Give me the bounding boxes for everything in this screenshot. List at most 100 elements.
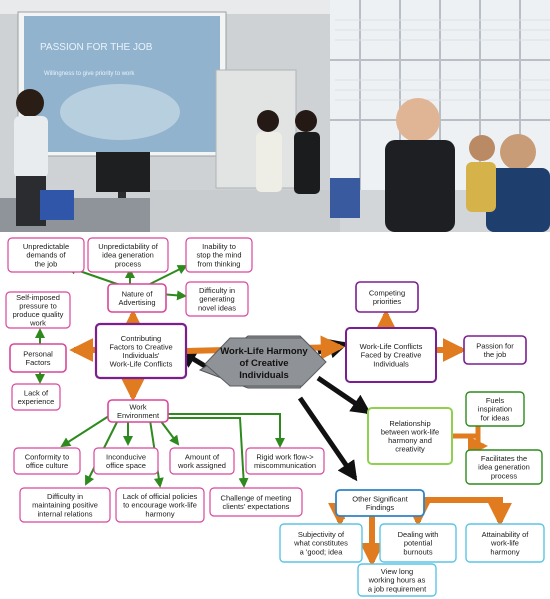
node-text-line: miscommunication xyxy=(254,461,316,470)
node-box xyxy=(465,449,543,485)
arrow-nature-to-inability xyxy=(149,265,188,285)
node-text-line: the job xyxy=(35,259,58,268)
node-box xyxy=(465,523,545,563)
node-text-line: a job requirement xyxy=(368,584,427,593)
node-box xyxy=(5,291,71,329)
node-text-line: Contributing xyxy=(121,334,161,343)
arrow-relationship-to-facilitates xyxy=(468,436,488,456)
node-text-line: produce quality xyxy=(13,310,64,319)
node-box xyxy=(367,407,453,465)
node-text-line: work xyxy=(29,319,46,328)
node-text-line: Individuals' xyxy=(123,351,160,360)
node-text-line: View long xyxy=(381,567,413,576)
node-box xyxy=(19,487,111,523)
node-text-line: working hours as xyxy=(368,576,426,585)
node-text-line: harmony and xyxy=(388,436,432,445)
node-box xyxy=(11,383,61,411)
node-text-line: work assigned xyxy=(177,461,226,470)
mind-map-canvas: Work-Life Harmony of Creative Individual… xyxy=(5,237,545,597)
node-text-line: priorities xyxy=(373,297,402,306)
node-box xyxy=(13,447,81,475)
node-text-line: inspiration xyxy=(478,405,512,414)
node-text-line: experience xyxy=(18,397,55,406)
node-text-line: Attainability of xyxy=(482,530,530,539)
node-text-line: office culture xyxy=(26,461,68,470)
arrow-env-to-rigid xyxy=(168,413,285,448)
node-text-line: Advertising xyxy=(118,298,155,307)
node-text-line: harmony xyxy=(490,547,519,556)
node-text-line: office space xyxy=(106,461,146,470)
node-text-line: Self-imposed xyxy=(16,293,60,302)
node-text-line: Inability to xyxy=(202,242,236,251)
node-text-line: pressure to xyxy=(19,301,57,310)
node-box xyxy=(185,237,253,273)
center-line-3: Individuals xyxy=(239,370,289,381)
node-text-line: Passion for xyxy=(476,341,514,350)
node-box xyxy=(87,237,169,273)
center-line-2: of Creative xyxy=(239,358,288,369)
node-text-line: idea generation xyxy=(102,251,154,260)
node-box xyxy=(94,322,188,380)
node-text-line: creativity xyxy=(395,445,425,454)
node-text-line: maintaining positive xyxy=(32,501,98,510)
node-text-line: Conformity to xyxy=(25,452,70,461)
node-text-line: Environment xyxy=(117,411,160,420)
arrow-center-to-findings xyxy=(297,396,358,482)
node-box xyxy=(209,487,303,517)
node-text-line: Work xyxy=(129,402,147,411)
node-text-line: from thinking xyxy=(198,259,241,268)
node-box xyxy=(357,563,437,597)
center-line-1: Work-Life Harmony xyxy=(220,346,308,357)
node-box xyxy=(335,489,425,517)
node-text-line: Difficulty in xyxy=(199,286,235,295)
node-text-line: Lack of official policies xyxy=(123,492,198,501)
classroom-photo-illustration: PASSION FOR THE JOB Willingness to give … xyxy=(0,0,550,232)
node-box xyxy=(115,487,205,523)
arrow-env-to-amount xyxy=(159,419,180,446)
node-text-line: novel ideas xyxy=(198,303,236,312)
mind-map-diagram: Work-Life Harmony of Creative Individual… xyxy=(0,232,550,599)
node-text-line: between work-life xyxy=(381,427,439,436)
node-box xyxy=(279,523,363,563)
center-node: Work-Life Harmony of Creative Individual… xyxy=(198,335,327,389)
node-box xyxy=(185,281,249,317)
arrow-env-to-conformity xyxy=(60,413,113,448)
node-text-line: process xyxy=(115,259,142,268)
node-rigid-flow: Rigid work flow->miscommunication xyxy=(245,447,325,475)
node-text-line: Lack of xyxy=(24,388,49,397)
node-box xyxy=(7,237,85,273)
node-box xyxy=(245,447,325,475)
node-text-line: Work-Life Conflicts xyxy=(110,360,173,369)
node-box xyxy=(463,335,527,365)
node-text-line: Unpredictable xyxy=(23,242,69,251)
node-text-line: a 'good; idea xyxy=(300,547,344,556)
node-text-line: Nature of xyxy=(122,289,154,298)
node-text-line: process xyxy=(491,471,518,480)
node-text-line: Relationship xyxy=(389,419,430,428)
node-text-line: Work-Life Conflicts xyxy=(360,342,423,351)
node-box xyxy=(465,391,525,427)
node-box xyxy=(93,447,159,475)
node-text-line: Dealing with xyxy=(398,530,439,539)
slide-title: PASSION FOR THE JOB xyxy=(40,42,153,53)
node-text-line: stop the mind xyxy=(196,251,241,260)
arrow-center-to-relationship xyxy=(316,375,372,415)
